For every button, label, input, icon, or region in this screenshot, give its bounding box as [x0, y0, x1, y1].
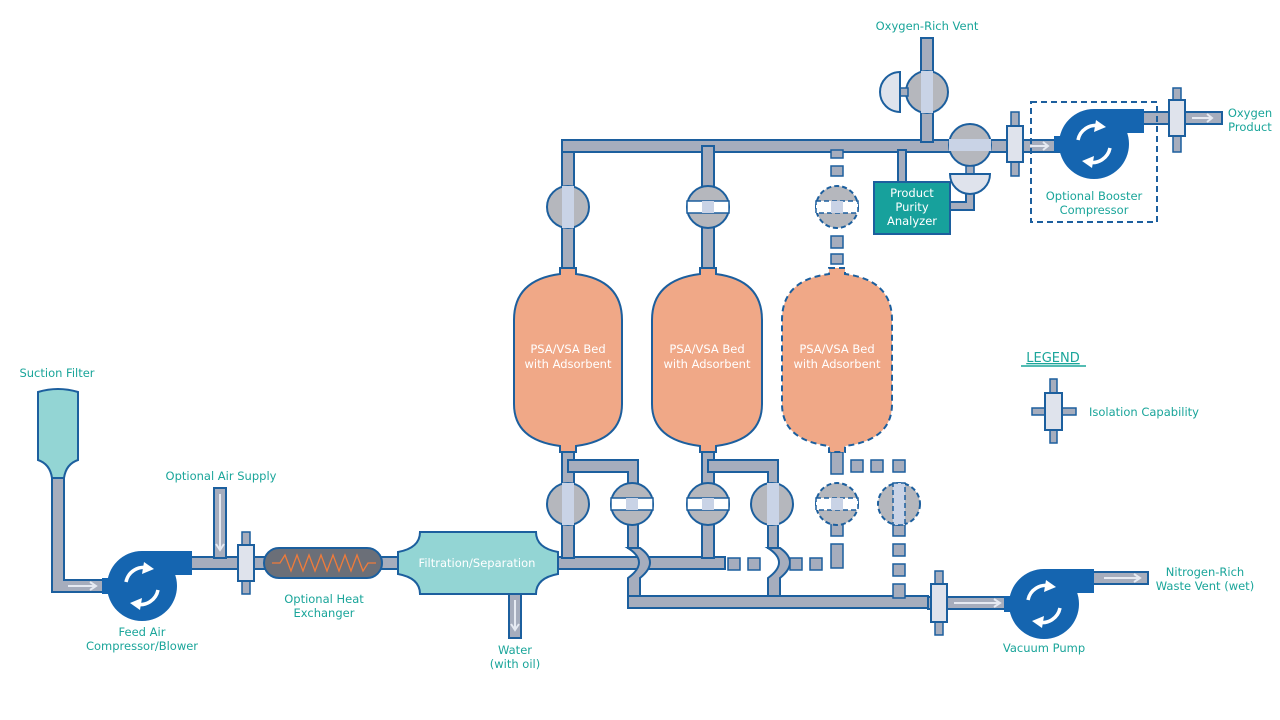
product-purity-analyzer: Product Purity Analyzer	[873, 181, 951, 235]
legend-title: LEGEND	[1026, 351, 1079, 366]
isolation-valve-icon	[1031, 378, 1077, 444]
optional-bed3-pipes	[727, 149, 906, 599]
flow-arrow-icon	[68, 581, 98, 591]
bed-2-label: PSA/VSA Bed	[669, 342, 744, 356]
valve-bed1-top[interactable]	[546, 185, 590, 229]
bed-3-label-2: with Adsorbent	[794, 357, 881, 371]
feed-air-compressor	[102, 551, 192, 621]
oxygen-rich-vent-label: Oxygen-Rich Vent	[876, 19, 979, 33]
isolation-valve-vacuum[interactable]	[930, 570, 948, 636]
booster-compressor	[1054, 109, 1144, 179]
oxygen-product-label-2: Product	[1228, 120, 1272, 134]
valve-bed1-waste[interactable]	[610, 482, 654, 526]
valve-bed3-top[interactable]	[815, 185, 859, 229]
bed-1-label-2: with Adsorbent	[525, 357, 612, 371]
suction-filter-label: Suction Filter	[19, 366, 94, 380]
flow-arrow-icon	[510, 600, 520, 632]
booster-label-2: Compressor	[1060, 203, 1129, 217]
water-label: Water	[498, 643, 532, 657]
valve-bed2-top[interactable]	[686, 185, 730, 229]
flow-arrow-icon	[215, 494, 225, 552]
booster-label: Optional Booster	[1046, 189, 1143, 203]
filtration-label: Filtration/Separation	[419, 556, 536, 570]
water-label-2: (with oil)	[490, 657, 540, 671]
oxygen-vent-valve[interactable]	[879, 70, 949, 114]
filtration-separation-unit	[397, 531, 559, 595]
heat-exchanger-label-2: Exchanger	[294, 606, 355, 620]
legend: LEGEND Isolation Capability	[1021, 351, 1199, 444]
flow-arrow-icon	[1192, 113, 1214, 123]
valve-bed1-feed[interactable]	[546, 482, 590, 526]
optional-air-supply-label: Optional Air Supply	[166, 469, 277, 483]
product-control-valve[interactable]	[948, 123, 992, 195]
analyzer-label-3: Analyzer	[887, 214, 937, 228]
valve-bed3-feed[interactable]	[815, 482, 859, 526]
analyzer-tap-pipe	[897, 149, 907, 187]
nitrogen-vent-label-2: Waste Vent (wet)	[1156, 579, 1254, 593]
actuator-icon	[879, 70, 901, 114]
psa-bed-3-optional: PSA/VSA Bed with Adsorbent	[781, 267, 893, 453]
valve-bed2-feed[interactable]	[686, 482, 730, 526]
pipes	[51, 37, 1223, 639]
isolation-valve-booster-inlet[interactable]	[1006, 111, 1024, 177]
bed-3-label: PSA/VSA Bed	[799, 342, 874, 356]
psa-bed-2: PSA/VSA Bed with Adsorbent	[651, 267, 763, 453]
heat-exchanger	[263, 547, 383, 579]
bed-1-label: PSA/VSA Bed	[530, 342, 605, 356]
vacuum-pump-label: Vacuum Pump	[1003, 641, 1085, 655]
suction-pipe	[51, 477, 111, 593]
vacuum-pump	[1004, 569, 1094, 639]
analyzer-label: Product	[890, 186, 934, 200]
isolation-valve-product[interactable]	[1168, 87, 1186, 153]
oxygen-product-label: Oxygen	[1228, 106, 1272, 120]
legend-item-label: Isolation Capability	[1089, 405, 1199, 419]
nitrogen-vent-label: Nitrogen-Rich	[1166, 565, 1244, 579]
suction-filter	[37, 388, 79, 479]
actuator-icon	[948, 173, 992, 195]
valve-bed2-waste[interactable]	[750, 482, 794, 526]
flow-arrow-icon	[954, 598, 1002, 608]
heat-coil-icon	[272, 553, 376, 573]
psa-bed-1: PSA/VSA Bed with Adsorbent	[513, 267, 623, 453]
feed-air-label: Feed Air	[119, 625, 166, 639]
flow-arrow-icon	[1030, 141, 1050, 151]
flow-arrow-icon	[1104, 573, 1142, 583]
waste-header-pipe	[627, 595, 929, 609]
feed-air-label-2: Compressor/Blower	[86, 639, 198, 653]
bed-2-label-2: with Adsorbent	[664, 357, 751, 371]
crossover-2	[764, 547, 791, 599]
optional-booster-boundary	[1030, 101, 1158, 223]
heat-exchanger-label: Optional Heat	[284, 592, 364, 606]
analyzer-label-2: Purity	[895, 200, 928, 214]
isolation-valve-feed[interactable]	[237, 531, 255, 595]
crossover-1	[624, 547, 651, 599]
valve-bed3-waste[interactable]	[877, 482, 921, 526]
